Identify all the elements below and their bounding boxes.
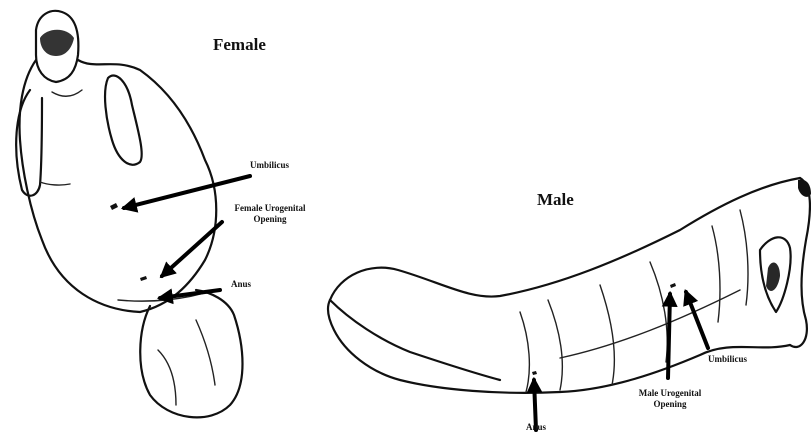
male-umbilicus-label: Umbilicus — [708, 354, 747, 365]
female-urogenital-label-line1: Female Urogenital — [210, 203, 330, 214]
male-anus-label: Anus — [526, 422, 546, 433]
male-manatee-figure — [328, 178, 811, 430]
female-title: Female — [213, 35, 266, 55]
female-anus-label: Anus — [231, 279, 251, 290]
male-urogenital-label-line2: Opening — [610, 399, 730, 410]
female-urogenital-label-line2: Opening — [210, 214, 330, 225]
male-urogenital-label: Male Urogenital Opening — [610, 388, 730, 410]
male-title: Male — [537, 190, 574, 210]
female-urogenital-label: Female Urogenital Opening — [210, 203, 330, 225]
female-umbilicus-label: Umbilicus — [250, 160, 289, 171]
male-urogenital-label-line1: Male Urogenital — [610, 388, 730, 399]
